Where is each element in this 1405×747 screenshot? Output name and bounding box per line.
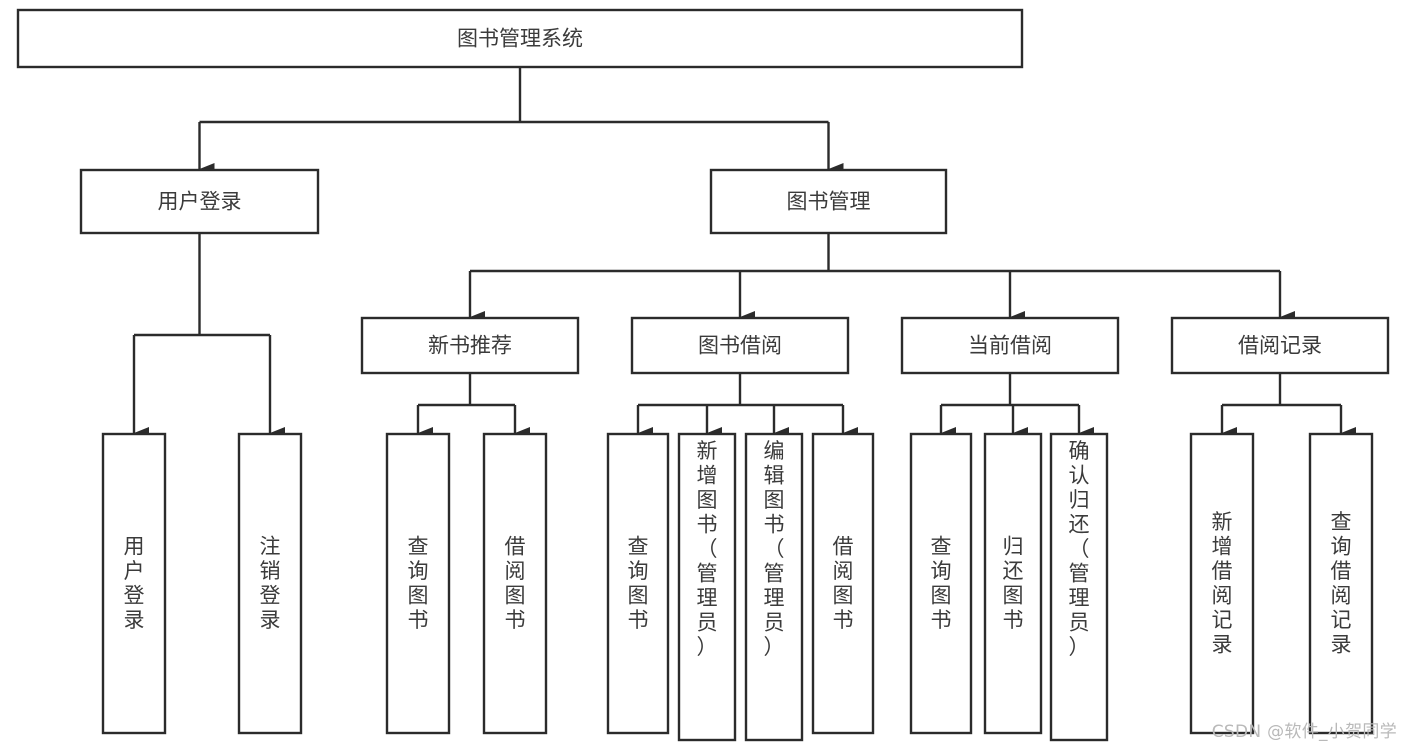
node-label: 归还图书 [1003, 535, 1024, 633]
node-rect [1170, 316, 1390, 375]
node-label: 新增图书（管理员） [697, 439, 718, 659]
node-rect [1189, 432, 1255, 735]
node-e59bbee4b9a6e7aea1e79086e7b3[interactable]: 图书管理系统 [16, 8, 1024, 69]
node-e696b0e5a29ee59bbee4b9a6efbc[interactable]: 新增图书（管理员） [677, 432, 737, 742]
node-rect [79, 168, 320, 235]
node-label: 借阅图书 [833, 535, 854, 633]
node-boxes: 图书管理系统用户登录用户登录注销登录图书管理新书推荐查询图书借阅图书图书借阅查询… [16, 8, 1390, 742]
node-e5bd92e8bf98e59bbee4b9a6[interactable]: 归还图书 [983, 432, 1043, 735]
node-label: 查询图书 [628, 535, 649, 633]
node-label: 用户登录 [124, 535, 145, 633]
node-label: 编辑图书（管理员） [764, 439, 785, 659]
node-label: 新增借阅记录 [1212, 510, 1233, 657]
node-e6b3a8e99480e799bbe5bd95[interactable]: 注销登录 [237, 432, 303, 735]
node-rect [16, 8, 1024, 69]
node-e7a1aee8aea4e5bd92e8bf98efbc[interactable]: 确认归还（管理员） [1049, 432, 1109, 742]
node-label: 图书管理 [787, 190, 871, 214]
node-e696b0e4b9a6e68ea8e88d90[interactable]: 新书推荐 [360, 316, 580, 375]
node-e5809fe99885e59bbee4b9a6[interactable]: 借阅图书 [482, 432, 548, 735]
node-e5809fe99885e59bbee4b9a6[interactable]: 借阅图书 [811, 432, 875, 735]
node-e69fa5e8afa2e59bbee4b9a6[interactable]: 查询图书 [385, 432, 451, 735]
node-rect [909, 432, 973, 735]
node-label: 图书借阅 [698, 334, 782, 358]
node-e59bbee4b9a6e7aea1e79086[interactable]: 图书管理 [709, 168, 948, 235]
node-label: 查询借阅记录 [1331, 510, 1352, 657]
node-e696b0e5a29ee5809fe99885e8ae[interactable]: 新增借阅记录 [1189, 432, 1255, 735]
node-rect [237, 432, 303, 735]
node-rect [900, 316, 1120, 375]
node-rect [709, 168, 948, 235]
node-label: 注销登录 [260, 535, 281, 633]
node-e5bd93e5898de5809fe99885[interactable]: 当前借阅 [900, 316, 1120, 375]
node-rect [385, 432, 451, 735]
node-e69fa5e8afa2e59bbee4b9a6[interactable]: 查询图书 [909, 432, 973, 735]
node-rect [811, 432, 875, 735]
node-e794a8e688b7e799bbe5bd95[interactable]: 用户登录 [101, 432, 167, 735]
node-e7bc96e8be91e59bbee4b9a6efbc[interactable]: 编辑图书（管理员） [744, 432, 804, 742]
node-rect [630, 316, 850, 375]
node-label: 查询图书 [931, 535, 952, 633]
node-rect [1049, 432, 1109, 742]
node-label: 用户登录 [158, 190, 242, 214]
node-rect [360, 316, 580, 375]
csdn-watermark: CSDN @软件_小贺同学 [1211, 722, 1397, 742]
node-label: 图书管理系统 [457, 27, 583, 51]
node-rect [101, 432, 167, 735]
node-e69fa5e8afa2e5809fe99885e8ae[interactable]: 查询借阅记录 [1308, 432, 1374, 735]
node-rect [744, 432, 804, 742]
node-rect [1308, 432, 1374, 735]
node-label: 确认归还（管理员） [1069, 439, 1090, 659]
node-e59bbee4b9a6e5809fe99885[interactable]: 图书借阅 [630, 316, 850, 375]
node-rect [482, 432, 548, 735]
node-rect [983, 432, 1043, 735]
connector-lines [132, 67, 1356, 439]
node-e794a8e688b7e799bbe5bd95[interactable]: 用户登录 [79, 168, 320, 235]
node-label: 查询图书 [408, 535, 429, 633]
node-label: 借阅图书 [505, 535, 526, 633]
node-label: 当前借阅 [968, 334, 1052, 358]
node-label: 新书推荐 [428, 334, 512, 358]
node-label: 借阅记录 [1238, 334, 1322, 358]
node-e5809fe99885e8aeb0e5bd95[interactable]: 借阅记录 [1170, 316, 1390, 375]
node-e69fa5e8afa2e59bbee4b9a6[interactable]: 查询图书 [606, 432, 670, 735]
node-rect [677, 432, 737, 742]
node-rect [606, 432, 670, 735]
